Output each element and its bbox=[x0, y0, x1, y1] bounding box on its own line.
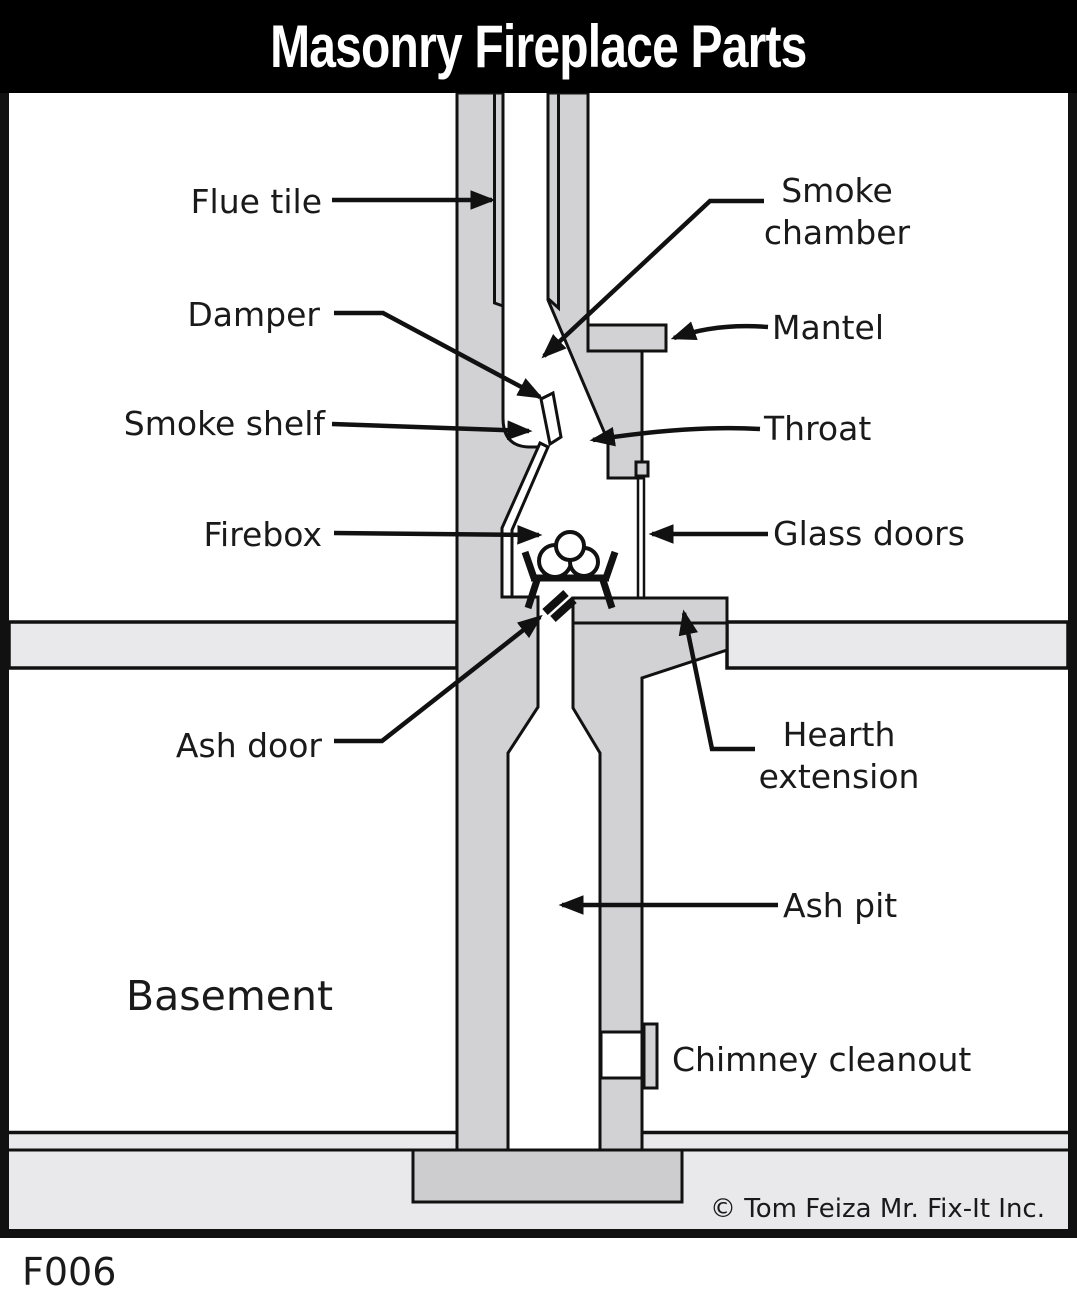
firebox-back-liner bbox=[500, 440, 550, 599]
label-glass-doors: Glass doors bbox=[773, 514, 965, 553]
firebox-leader bbox=[333, 524, 543, 545]
log-3 bbox=[554, 530, 586, 562]
label-mantel: Mantel bbox=[772, 308, 885, 347]
label-basement: Basement bbox=[126, 972, 334, 1020]
flue-tile-right-liner-line bbox=[547, 93, 560, 312]
glass-door-top-bracket bbox=[634, 460, 650, 478]
title-bar: Masonry Fireplace Parts bbox=[0, 0, 1077, 93]
label-smoke-chamber: Smoke chamber bbox=[763, 171, 911, 252]
label-damper: Damper bbox=[187, 295, 320, 334]
label-firebox: Firebox bbox=[203, 515, 322, 554]
label-chimney-cleanout: Chimney cleanout bbox=[672, 1040, 972, 1079]
chimney-footing bbox=[411, 1148, 684, 1204]
figure-code: F006 bbox=[22, 1250, 117, 1290]
chimney-right-wall-and-breast bbox=[546, 91, 644, 480]
page-title: Masonry Fireplace Parts bbox=[270, 13, 807, 80]
label-smoke-shelf: Smoke shelf bbox=[123, 404, 325, 443]
ash-door-leader bbox=[334, 614, 543, 744]
copyright-notice: © Tom Feiza Mr. Fix-It Inc. bbox=[710, 1194, 1045, 1224]
flue-tile-left-liner-line bbox=[493, 93, 504, 308]
ash-dump-door bbox=[542, 590, 577, 622]
label-hearth-extension: Hearth extension bbox=[758, 715, 920, 796]
smoke-shelf-leader bbox=[331, 420, 533, 441]
ash-pit-interior bbox=[506, 1127, 602, 1151]
damper-leader bbox=[334, 310, 544, 399]
damper-plate bbox=[539, 390, 563, 447]
hearth-extension-leader bbox=[678, 609, 755, 752]
label-flue-tile: Flue tile bbox=[190, 182, 322, 221]
first-floor-left bbox=[7, 620, 459, 670]
label-throat: Throat bbox=[764, 409, 872, 448]
hearth-support-and-ash-pit-right-wall bbox=[571, 621, 729, 1152]
throat-leader bbox=[589, 425, 761, 447]
label-ash-pit: Ash pit bbox=[783, 886, 898, 925]
hearth-slab bbox=[571, 596, 729, 625]
diagram-frame bbox=[0, 93, 1077, 1238]
cleanout-door bbox=[642, 1022, 659, 1090]
mantel-shape bbox=[586, 323, 668, 353]
mantel-leader bbox=[670, 321, 769, 341]
chimney-left-wall bbox=[455, 91, 550, 1152]
label-ash-door: Ash door bbox=[175, 726, 322, 765]
glass-doors-line bbox=[636, 476, 646, 597]
smoke-chamber-leader bbox=[541, 198, 764, 359]
first-floor-right bbox=[725, 620, 1070, 670]
log-grate bbox=[521, 550, 619, 610]
cleanout-opening bbox=[599, 1030, 644, 1080]
